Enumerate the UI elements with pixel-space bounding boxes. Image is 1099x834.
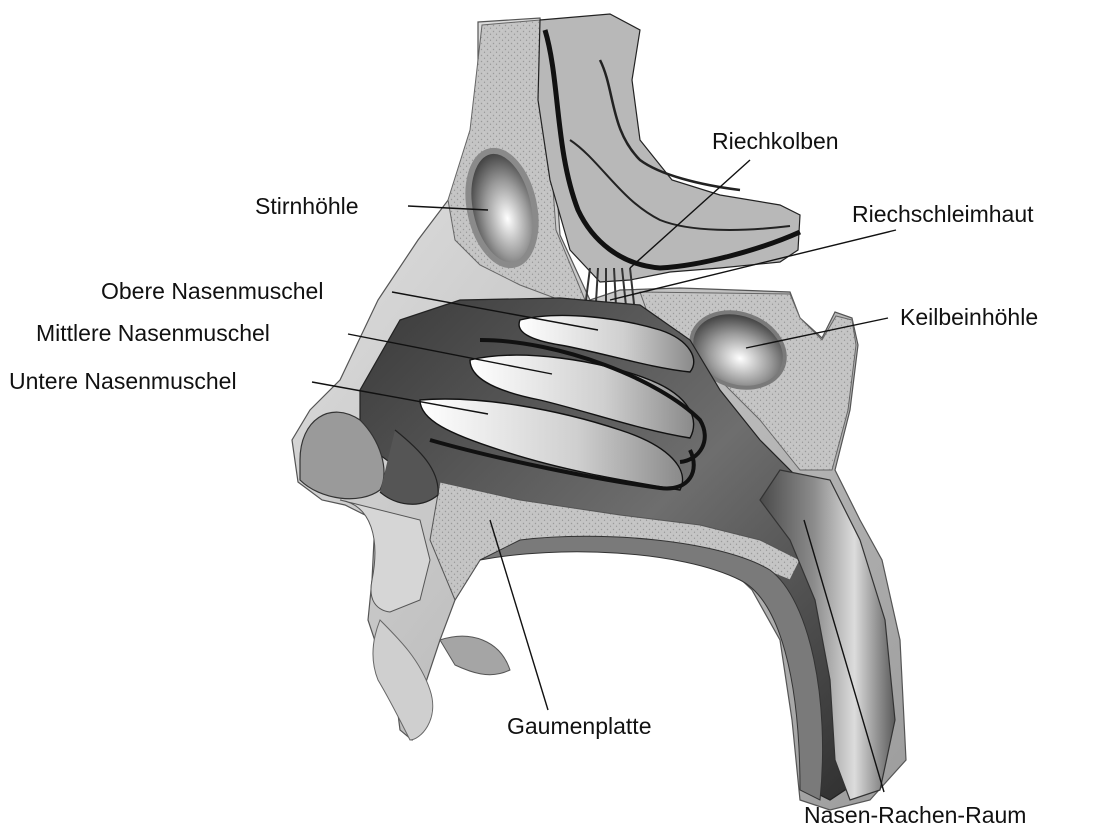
label-riechschleimhaut: Riechschleimhaut	[852, 201, 1034, 227]
soft-palate	[480, 536, 823, 800]
label-nasen-rachen-raum: Nasen-Rachen-Raum	[804, 802, 1026, 828]
label-stirnhoehle: Stirnhöhle	[255, 193, 359, 219]
label-keilbeinhoehle: Keilbeinhöhle	[900, 304, 1038, 330]
label-riechkolben: Riechkolben	[712, 128, 839, 154]
label-mittlere-nasenmuschel: Mittlere Nasenmuschel	[36, 320, 270, 346]
label-gaumenplatte: Gaumenplatte	[507, 713, 651, 739]
lower-soft-tissue	[440, 636, 510, 674]
label-untere-nasenmuschel: Untere Nasenmuschel	[9, 368, 237, 394]
label-obere-nasenmuschel: Obere Nasenmuschel	[101, 278, 323, 304]
